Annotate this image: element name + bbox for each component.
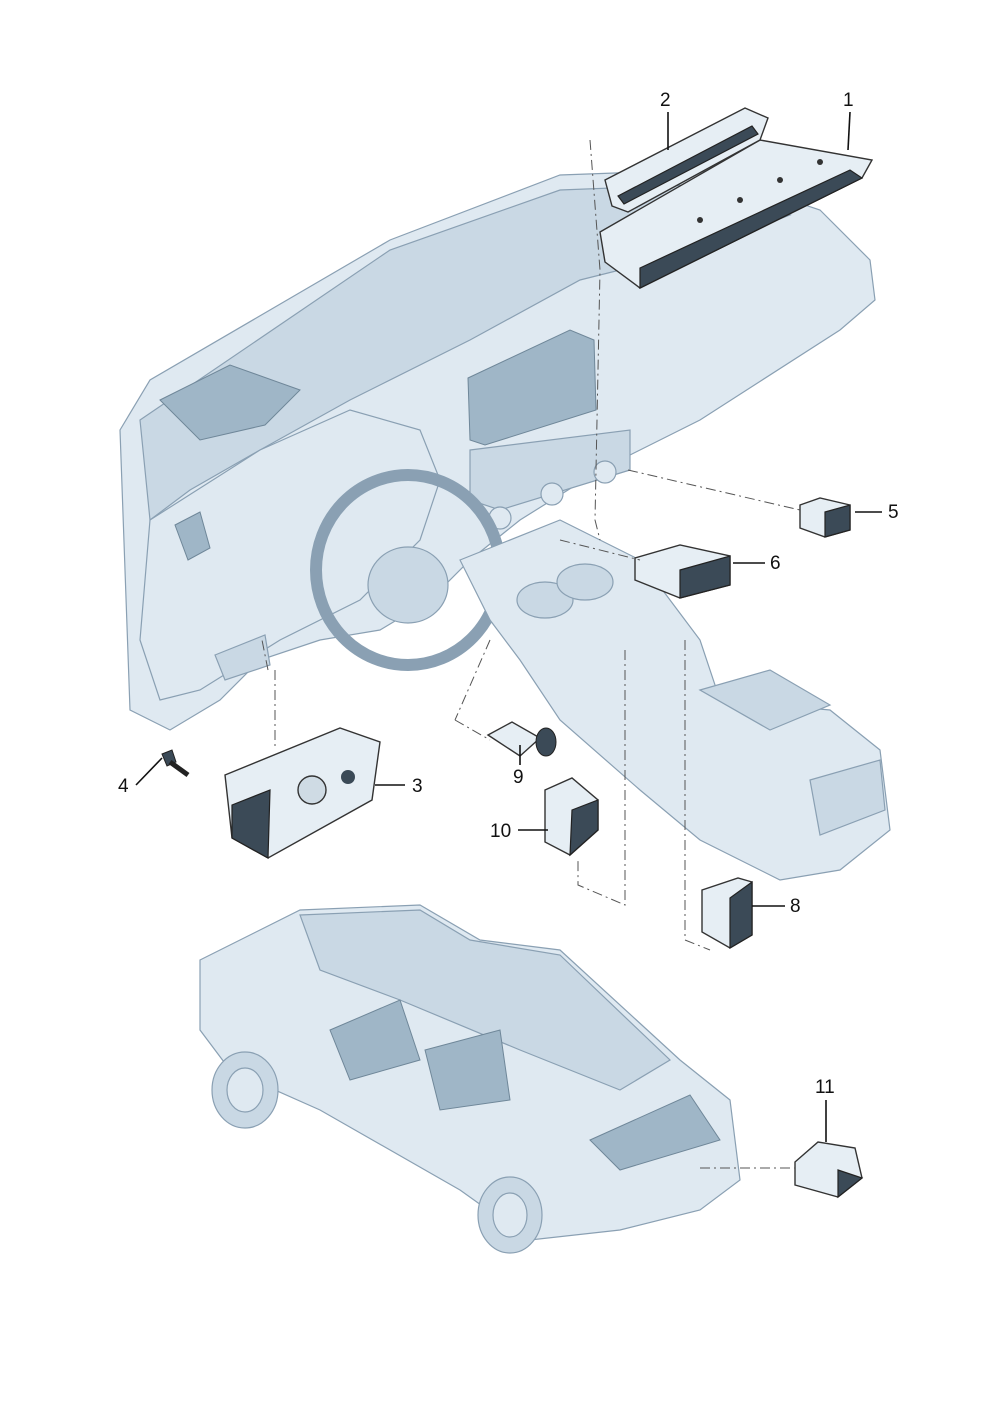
part-4-screw	[161, 749, 190, 778]
callout-11: 11	[815, 1077, 835, 1098]
callout-2: 2	[660, 90, 671, 111]
part-8-switch	[701, 877, 753, 950]
callout-5: 5	[888, 502, 899, 523]
callout-4: 4	[118, 776, 129, 797]
part-11-switch	[794, 1141, 864, 1199]
dashboard-illustration	[119, 169, 891, 881]
leader-lines	[135, 111, 882, 1142]
part-3-light-switch	[224, 727, 381, 860]
callout-10: 10	[490, 821, 511, 842]
part-2-cover	[604, 107, 769, 213]
callout-6: 6	[770, 553, 781, 574]
car-illustration	[199, 904, 741, 1254]
part-6-switch-block	[634, 544, 731, 599]
callout-3: 3	[412, 776, 423, 797]
callout-labels: 1 2 3 4 5 6 8 9 10 11	[118, 90, 899, 1098]
callout-1: 1	[843, 90, 854, 111]
callout-9: 9	[513, 767, 524, 788]
part-10-switch	[544, 777, 599, 857]
reference-lines	[261, 139, 801, 1169]
callout-8: 8	[790, 896, 801, 917]
part-5-switch	[799, 497, 851, 538]
part-9-knob	[486, 721, 557, 757]
